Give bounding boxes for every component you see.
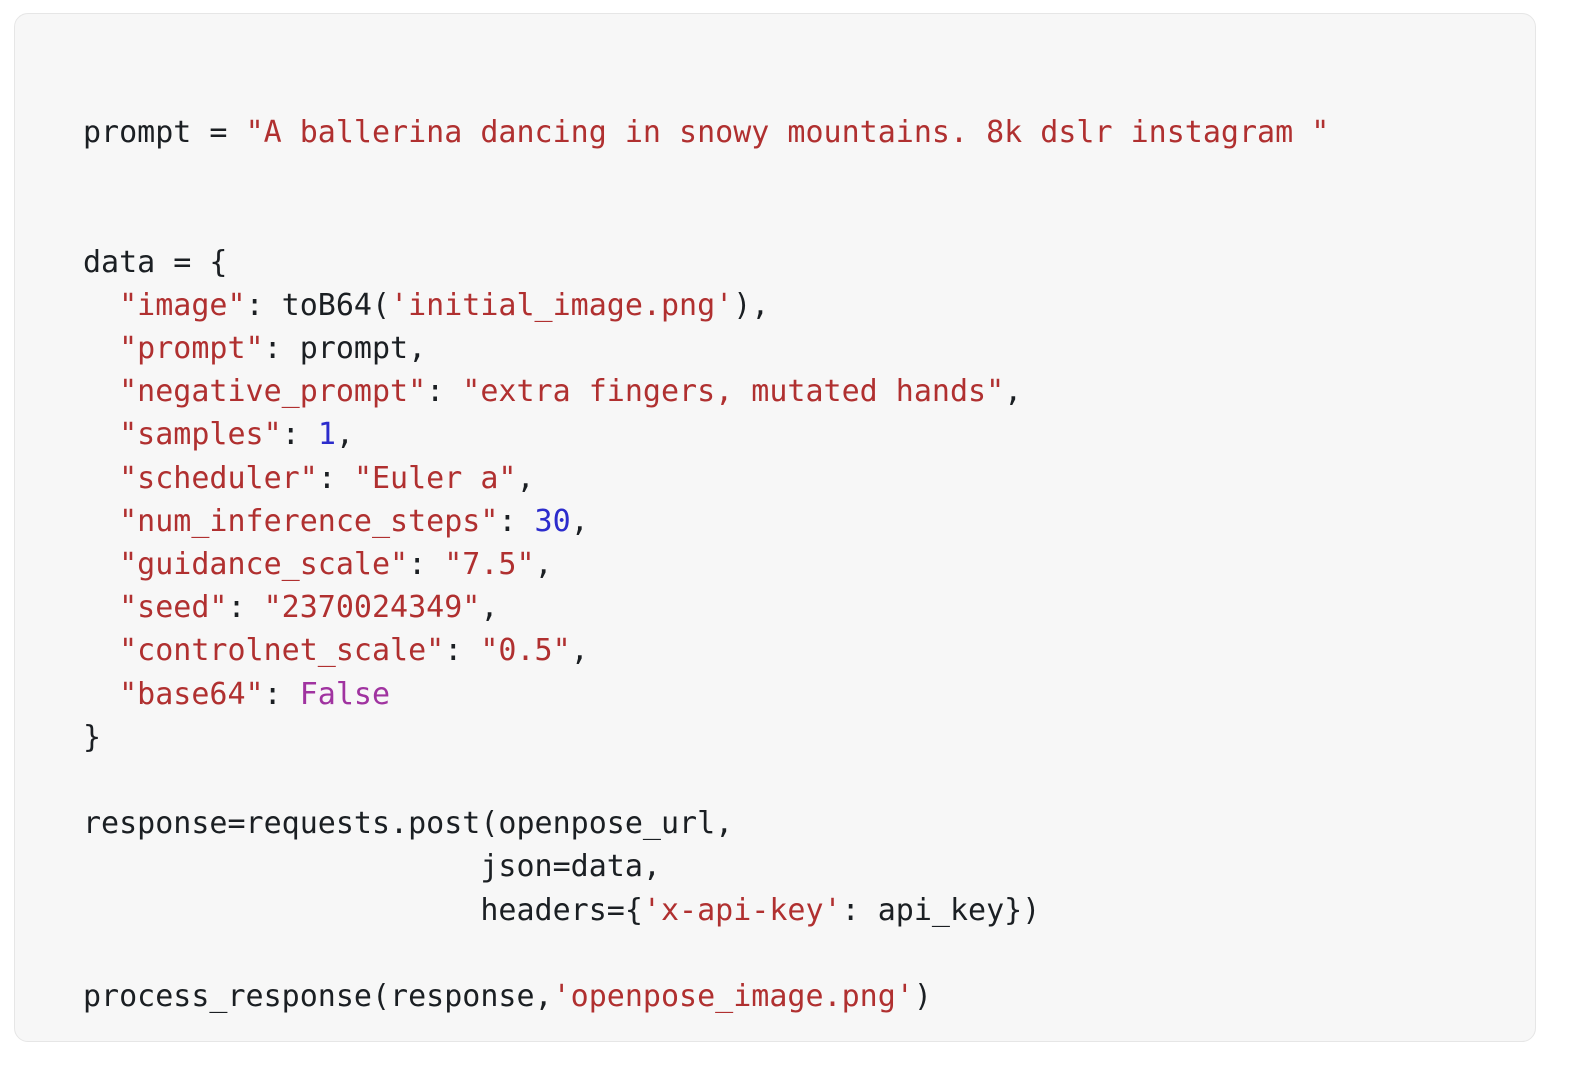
code-token-plain: , (534, 547, 553, 583)
code-token-plain: : (263, 676, 300, 712)
code-token-string: "negative_prompt" (119, 374, 427, 410)
code-token-plain: : (426, 374, 463, 410)
code-token-plain (83, 374, 119, 409)
code-token-plain (83, 331, 119, 366)
code-line: "controlnet_scale": "0.5", (83, 629, 1521, 672)
code-line: "num_inference_steps": 30, (83, 500, 1521, 543)
code-token-plain: : (408, 547, 445, 583)
code-token-plain (83, 417, 119, 452)
code-line: "guidance_scale": "7.5", (83, 543, 1521, 586)
code-line (83, 932, 1521, 975)
code-line: json=data, (83, 845, 1521, 888)
code-line (83, 197, 1521, 240)
code-token-plain: , (1004, 374, 1023, 410)
code-token-number: 1 (317, 417, 336, 453)
code-token-plain: json=data, (83, 849, 661, 885)
code-token-plain (83, 288, 119, 323)
code-token-plain: data = { (83, 244, 228, 280)
code-token-string: "7.5" (444, 547, 535, 583)
code-token-string: "Euler a" (353, 460, 517, 496)
code-token-plain: prompt = (83, 115, 246, 150)
code-token-plain: , (335, 417, 354, 453)
code-token-string: "0.5" (480, 633, 571, 669)
code-token-plain: } (83, 719, 102, 755)
code-token-string: "A ballerina dancing in snowy mountains.… (245, 115, 1330, 150)
code-token-string: "image" (119, 287, 246, 323)
code-line: "seed": "2370024349", (83, 586, 1521, 629)
code-token-string: 'initial_image.png' (390, 287, 734, 323)
code-line: "base64": False (83, 673, 1521, 716)
code-line: headers={'x-api-key': api_key}) (83, 889, 1521, 932)
code-token-plain: : (444, 633, 481, 669)
code-token-number: 30 (534, 503, 571, 539)
code-token-plain: : toB64( (245, 287, 391, 323)
code-token-plain: : (227, 590, 264, 626)
code-token-plain: : (498, 503, 535, 539)
code-token-string: "extra fingers, mutated hands" (462, 374, 1005, 410)
code-token-plain (83, 547, 119, 582)
code-token-plain (83, 633, 119, 668)
code-line: "samples": 1, (83, 413, 1521, 456)
code-token-string: "controlnet_scale" (119, 633, 445, 669)
code-token-string: 'openpose_image.png' (552, 979, 914, 1015)
code-token-plain: process_response(response, (83, 979, 553, 1015)
code-token-plain: headers={ (83, 892, 643, 928)
code-line: "scheduler": "Euler a", (83, 457, 1521, 500)
code-line (83, 759, 1521, 802)
code-line: process_response(response,'openpose_imag… (83, 975, 1521, 1018)
code-token-string: "scheduler" (119, 460, 318, 496)
code-line: "negative_prompt": "extra fingers, mutat… (83, 370, 1521, 413)
code-token-plain (83, 590, 119, 625)
code-line: "image": toB64('initial_image.png'), (83, 284, 1521, 327)
code-token-plain: , (480, 590, 499, 626)
code-token-string: "prompt" (119, 331, 264, 367)
code-token-plain: : api_key}) (841, 892, 1041, 928)
code-token-plain: , (570, 503, 589, 539)
code-token-plain (83, 504, 119, 539)
code-token-string: "guidance_scale" (119, 547, 409, 583)
code-line: "prompt": prompt, (83, 327, 1521, 370)
code-token-plain: ), (733, 287, 770, 323)
code-token-plain (83, 461, 119, 496)
code-token-plain: , (570, 633, 589, 669)
code-line: data = { (83, 241, 1521, 284)
code-token-string: "seed" (119, 590, 228, 626)
code-token-plain (83, 677, 119, 712)
code-token-string: "num_inference_steps" (119, 503, 499, 539)
code-token-plain: : (317, 460, 354, 496)
code-token-plain: response=requests.post(openpose_url, (83, 806, 734, 842)
code-token-plain: : prompt, (263, 331, 427, 367)
code-token-string: "2370024349" (263, 590, 481, 626)
code-line (83, 154, 1521, 197)
code-token-string: 'x-api-key' (642, 892, 842, 928)
code-token-plain: , (516, 460, 535, 496)
code-line: response=requests.post(openpose_url, (83, 802, 1521, 845)
source-code[interactable]: prompt = "A ballerina dancing in snowy m… (83, 111, 1521, 1018)
code-line: } (83, 716, 1521, 759)
code-token-plain: : (281, 417, 318, 453)
code-token-plain: ) (913, 979, 932, 1015)
code-token-keyword: False (299, 676, 391, 712)
code-token-string: "samples" (119, 417, 282, 453)
code-block-card: prompt = "A ballerina dancing in snowy m… (14, 13, 1536, 1042)
code-token-string: "base64" (119, 676, 264, 712)
code-line: prompt = "A ballerina dancing in snowy m… (83, 111, 1521, 154)
